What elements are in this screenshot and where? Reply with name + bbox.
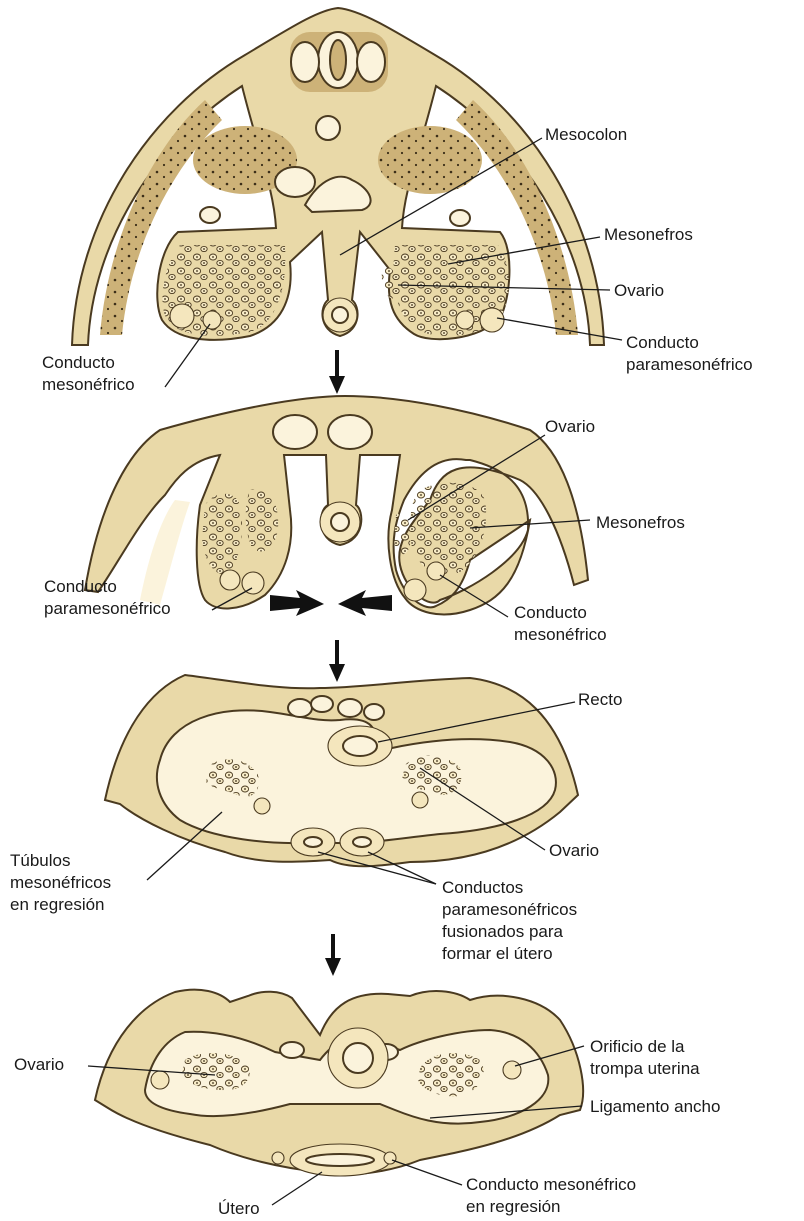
arrow-left-fusion — [338, 590, 392, 616]
stage3-section: Recto Ovario Túbulos mesonéfricos en reg… — [10, 675, 622, 963]
stage4-section: Ovario Orificio de la trompa uterina Lig… — [14, 990, 720, 1218]
stage2-mesonephros-right — [410, 483, 486, 575]
stage2-text-ovario: Ovario — [545, 417, 595, 436]
stage2-text-paramesonefrico-2: paramesonéfrico — [44, 599, 171, 618]
stage1-vessel-left — [275, 167, 315, 197]
stage4-label-conducto: Conducto mesonéfrico en regresión — [392, 1160, 636, 1216]
stage3-text-tubulos-3: en regresión — [10, 895, 105, 914]
stage2-duct-left-b — [242, 572, 264, 594]
stage4-rectum-lumen — [343, 1043, 373, 1073]
stage4-leader-conducto — [392, 1160, 462, 1185]
stage1-text-paramesonefrico-1: Conducto — [626, 333, 699, 352]
stage1-ganglion-right — [357, 42, 385, 82]
stage2-duct-left-a — [220, 570, 240, 590]
stage3-vessel-c — [338, 699, 362, 717]
stage4-text-conducto-2: en regresión — [466, 1197, 561, 1216]
stage3-vessel-b — [311, 696, 333, 712]
stage1-muscle-right-specks — [378, 126, 482, 194]
stage2-vessel-left — [273, 415, 317, 449]
stage1-label-paramesonefrico: Conducto paramesonéfrico — [497, 318, 753, 374]
stage3-tubule-left — [254, 798, 270, 814]
stage3-text-conductos-3: fusionados para — [442, 922, 564, 941]
stage4-leader-utero — [272, 1172, 322, 1205]
stage1-ganglion-left — [291, 42, 319, 82]
stage2-text-mesonefrico-2: mesonéfrico — [514, 625, 607, 644]
arrow-right-fusion — [270, 590, 324, 616]
stage1-text-mesocolon: Mesocolon — [545, 125, 627, 144]
stage2-colon-lumen — [331, 513, 349, 531]
stage3-text-tubulos-2: mesonéfricos — [10, 873, 111, 892]
stage1-vessel-right — [450, 210, 470, 226]
stage4-text-conducto-1: Conducto mesonéfrico — [466, 1175, 636, 1194]
arrow-down-2 — [329, 640, 345, 682]
stage1-text-paramesonefrico-2: paramesonéfrico — [626, 355, 753, 374]
stage3-vessel-d — [364, 704, 384, 720]
stage1-section: Mesocolon Mesonefros Ovario Conducto par… — [42, 8, 753, 394]
stage4-text-orificio-2: trompa uterina — [590, 1059, 700, 1078]
stage1-vessel-left-small — [200, 207, 220, 223]
stage4-text-utero: Útero — [218, 1199, 260, 1218]
stage3-tubule-right — [412, 792, 428, 808]
stage1-text-ovario: Ovario — [614, 281, 664, 300]
stage1-duct-right-b — [480, 308, 504, 332]
stage3-rectum-lumen — [343, 736, 377, 756]
stage4-vessel-a — [280, 1042, 304, 1058]
stage1-duct-left-a — [170, 304, 194, 328]
stage4-label-utero: Útero — [218, 1172, 322, 1218]
stage4-text-ovario: Ovario — [14, 1055, 64, 1074]
stage4-tube-right — [503, 1061, 521, 1079]
stage3-text-recto: Recto — [578, 690, 622, 709]
stage2-section: Ovario Mesonefros Conducto paramesonéfri… — [44, 396, 685, 644]
stage3-fused-duct-left-lumen — [304, 837, 322, 847]
stage2-ovary-right — [394, 513, 410, 554]
stage1-duct-left-b — [203, 311, 221, 329]
stage1-duct-right-a — [456, 311, 474, 329]
stage3-vessel-a — [288, 699, 312, 717]
stage2-text-mesonefros: Mesonefros — [596, 513, 685, 532]
stage1-text-mesonefrico-1: Conducto — [42, 353, 115, 372]
stage3-text-conductos-1: Conductos — [442, 878, 523, 897]
stage4-tube-left — [151, 1071, 169, 1089]
stage2-text-mesonefrico-1: Conducto — [514, 603, 587, 622]
stage4-duct-left — [272, 1152, 284, 1164]
arrow-down-3 — [325, 934, 341, 976]
stage2-vessel-right — [328, 415, 372, 449]
stage1-notochord — [316, 116, 340, 140]
stage2-text-paramesonefrico-1: Conducto — [44, 577, 117, 596]
stage1-spinal-canal — [330, 40, 346, 80]
stage3-label-conductos: Conductos paramesonéfricos fusionados pa… — [318, 852, 577, 963]
stage3-text-ovario: Ovario — [549, 841, 599, 860]
arrow-down-1 — [329, 350, 345, 394]
stage3-text-conductos-2: paramesonéfricos — [442, 900, 577, 919]
stage4-uterus-lumen — [306, 1154, 374, 1166]
stage3-text-tubulos-1: Túbulos — [10, 851, 70, 870]
stage4-text-orificio-1: Orificio de la — [590, 1037, 685, 1056]
stage3-text-conductos-4: formar el útero — [442, 944, 553, 963]
stage1-text-mesonefros: Mesonefros — [604, 225, 693, 244]
stage2-duct-right-a — [404, 579, 426, 601]
stage1-text-mesonefrico-2: mesonéfrico — [42, 375, 135, 394]
stage4-text-ligamento: Ligamento ancho — [590, 1097, 720, 1116]
stage2-duct-right-b — [427, 562, 445, 580]
stage1-colon-lumen — [332, 307, 348, 323]
stage4-duct-right — [384, 1152, 396, 1164]
stage3-fused-duct-right-lumen — [353, 837, 371, 847]
